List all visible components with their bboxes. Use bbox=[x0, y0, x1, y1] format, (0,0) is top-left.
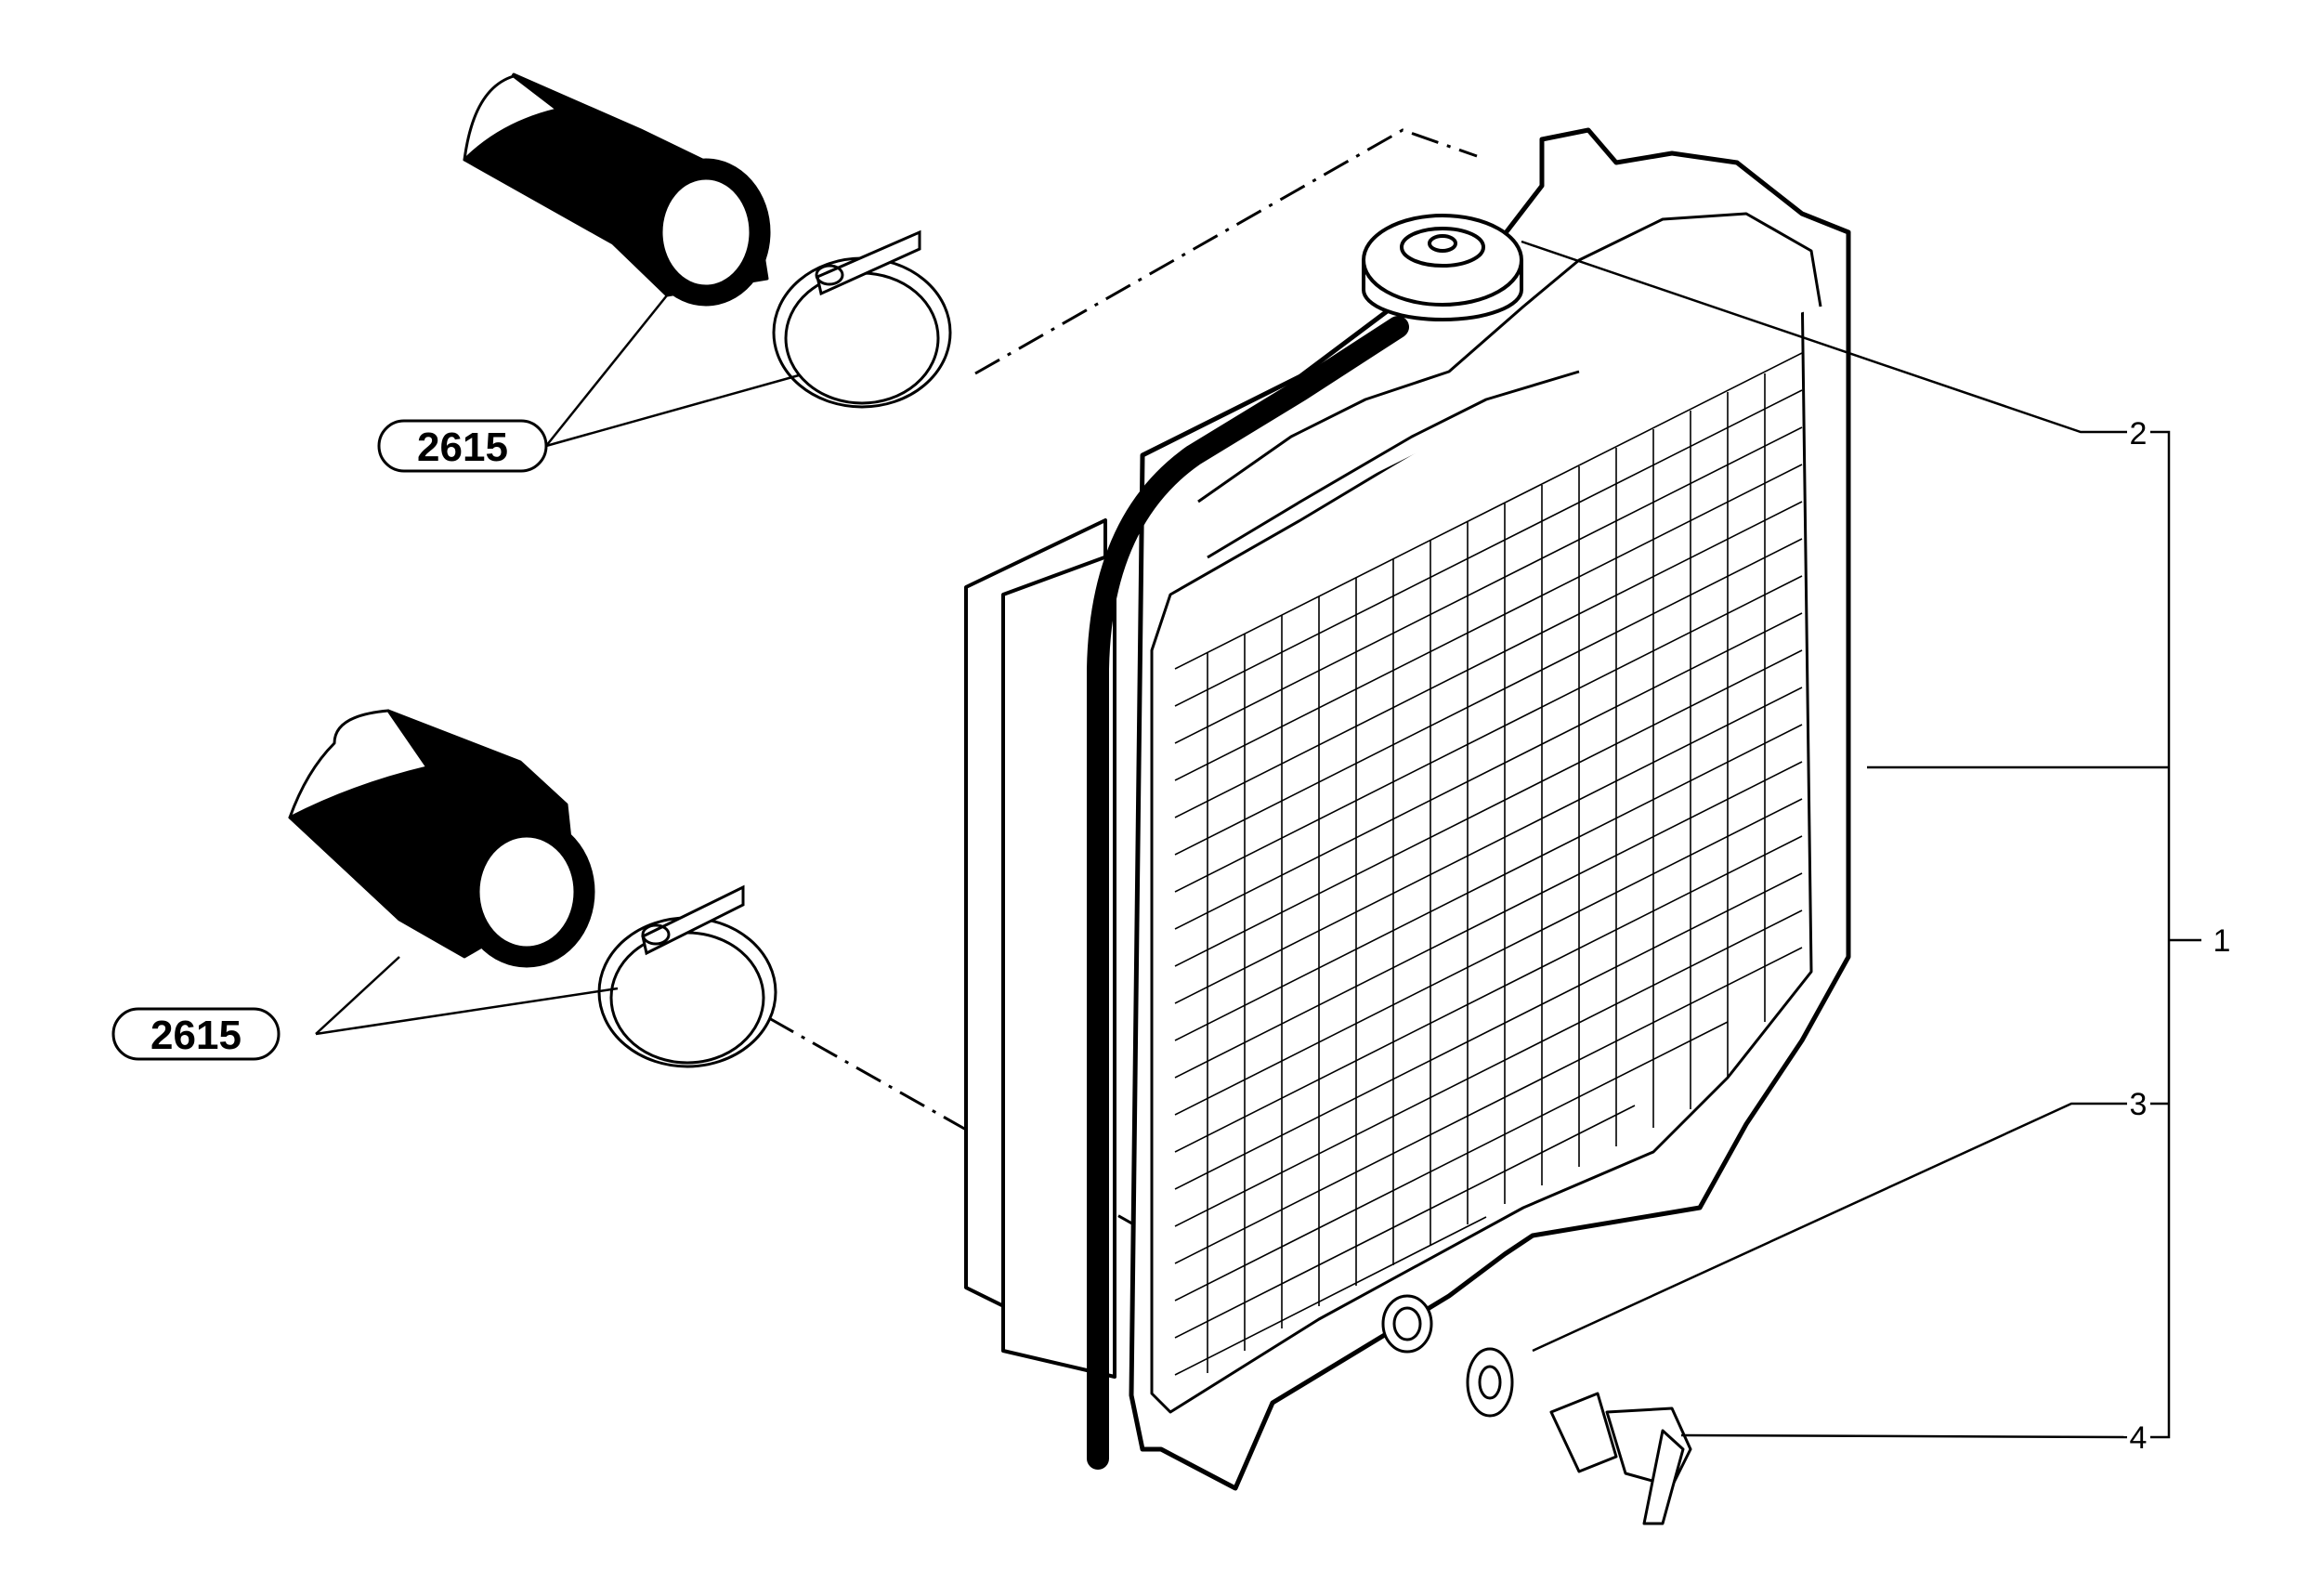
callout-ref-lower: 2615 bbox=[111, 1007, 281, 1061]
lower-hose-clamp bbox=[597, 884, 777, 1068]
radiator-core-fins bbox=[1174, 352, 1803, 1376]
drain-washer bbox=[1466, 1347, 1514, 1418]
ref-upper-label: 2615 bbox=[417, 425, 508, 470]
ref-lower-label: 2615 bbox=[150, 1013, 242, 1058]
item-2-label: 2 bbox=[2130, 416, 2148, 451]
item-3-label: 3 bbox=[2130, 1087, 2148, 1122]
upper-hose bbox=[463, 72, 771, 307]
leader-lines bbox=[315, 240, 2201, 1439]
radiator-cap bbox=[1362, 214, 1523, 321]
lower-hose bbox=[288, 709, 595, 968]
drain-boss bbox=[1381, 1294, 1433, 1354]
item-1-label: 1 bbox=[2213, 923, 2231, 959]
drain-plug bbox=[1549, 1392, 1692, 1525]
callout-ref-upper: 2615 bbox=[377, 419, 548, 473]
item-4-label: 4 bbox=[2130, 1420, 2148, 1456]
overflow-tube bbox=[1087, 316, 1409, 1470]
radiator-body bbox=[1129, 127, 1851, 1491]
radiator-back-panel bbox=[964, 518, 1116, 1379]
upper-hose-clamp bbox=[772, 229, 952, 409]
